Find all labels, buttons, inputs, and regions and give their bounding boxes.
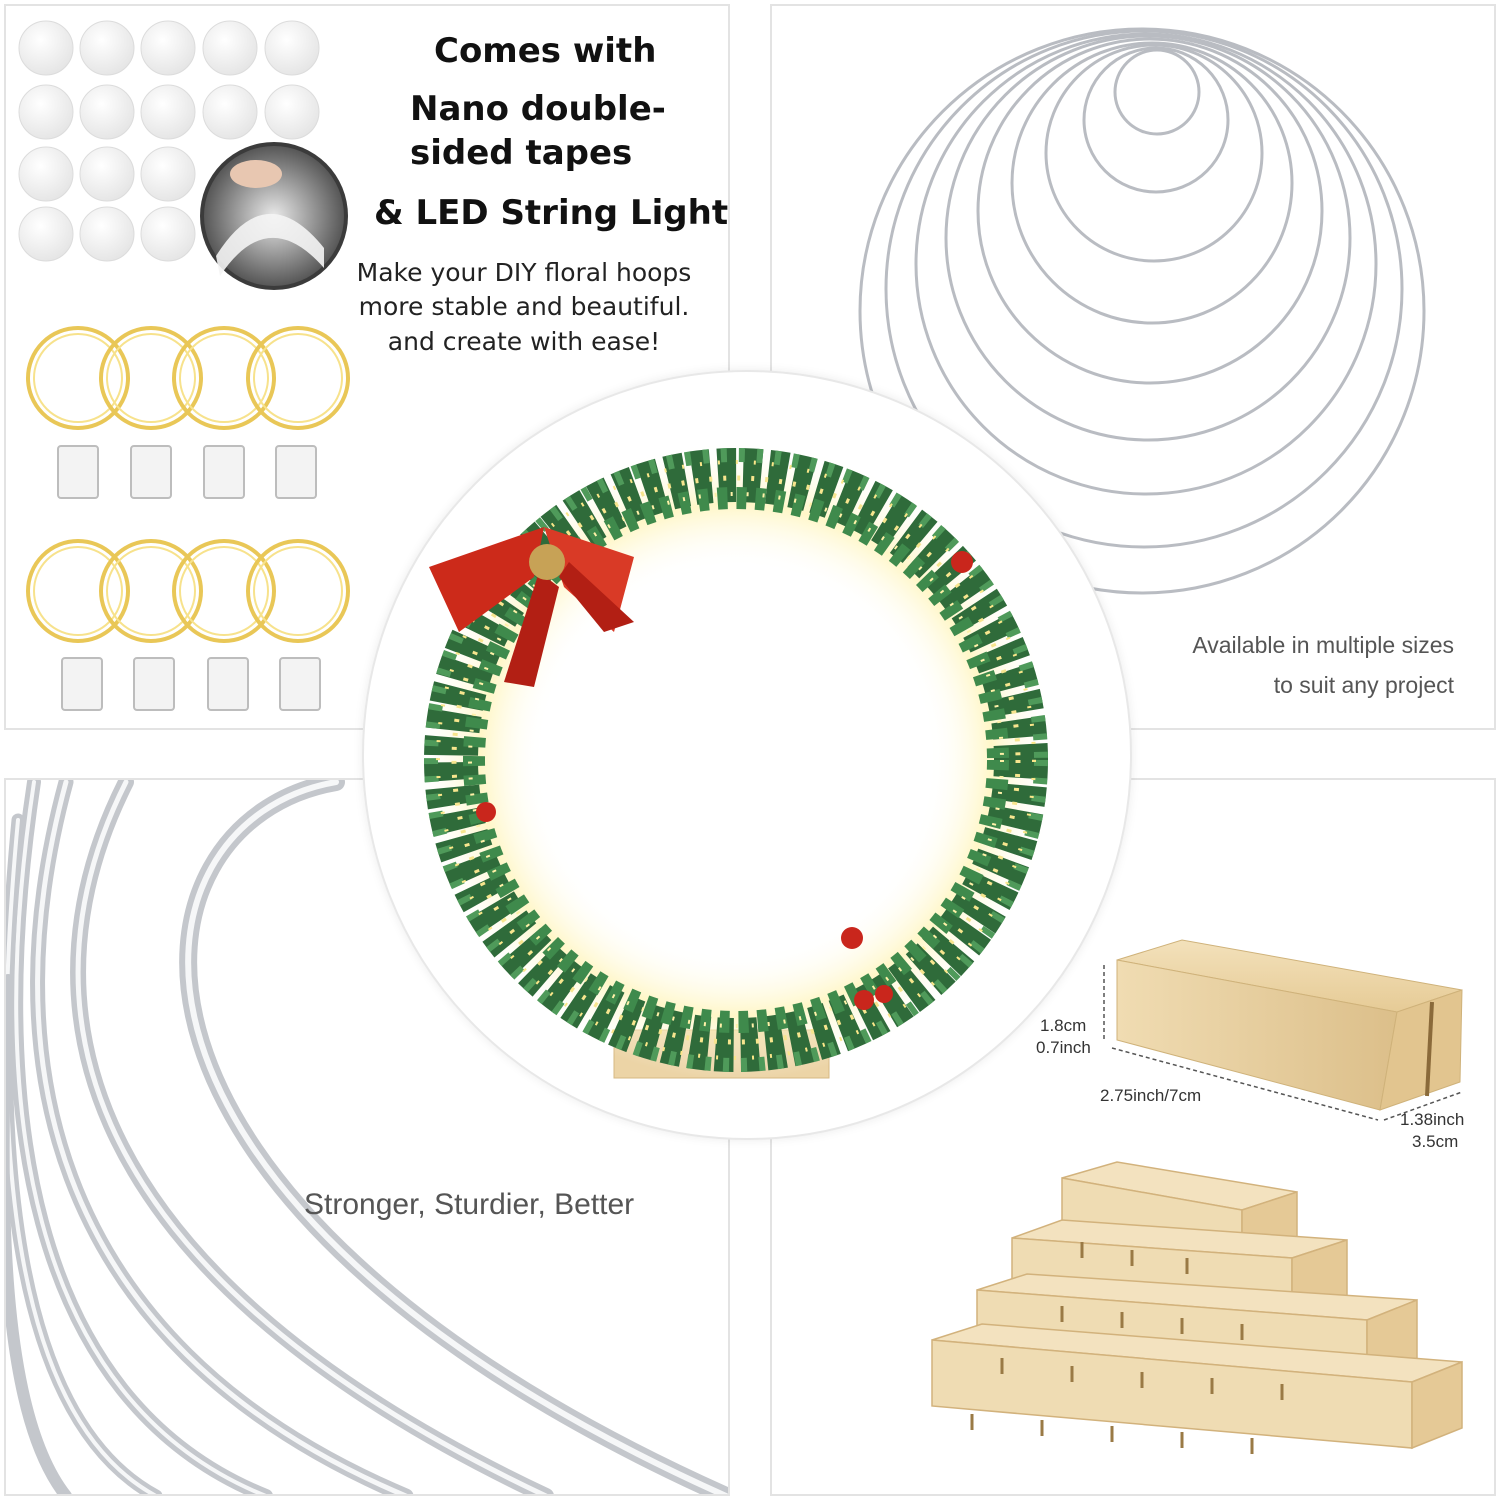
led-string-icon (99, 539, 203, 643)
sizes-caption-line-1: Available in multiple sizes (1192, 632, 1454, 658)
headline-line-2: Nano double- (410, 89, 666, 129)
battery-box-icon (275, 445, 317, 499)
tapes-lights-illustration (18, 20, 350, 711)
description-line-3: and create with ease! (387, 327, 661, 356)
width-cm-label: 3.5cm (1412, 1132, 1459, 1151)
stacked-wood-stands-group (931, 1161, 1463, 1450)
tapes-and-lights-panel: Comes with Nano double- sided tapes & LE… (4, 4, 730, 730)
tape-dot-icon (264, 20, 320, 76)
battery-box-icon (130, 445, 172, 499)
tape-dot-icon (79, 20, 135, 76)
height-inch-label: 0.7inch (1036, 1038, 1091, 1057)
metal-hoop-icon (1113, 48, 1201, 136)
nested-hoops-illustration (858, 27, 1426, 595)
wood-stand-illustration (931, 939, 1463, 1454)
metal-hoop-icon (944, 34, 1352, 442)
tape-dot-icon (18, 146, 74, 202)
width-inch-label: 1.38inch (1400, 1110, 1465, 1129)
tape-dots-group (18, 20, 320, 262)
hoop-closeup-illustration (6, 780, 728, 1494)
tape-dot-icon (140, 20, 196, 76)
led-string-icon (246, 326, 350, 430)
tape-dot-icon (79, 84, 135, 140)
wreath-icon (416, 440, 1056, 1080)
tape-dot-icon (79, 206, 135, 262)
led-string-icon (172, 539, 276, 643)
headline-line-3: sided tapes (410, 133, 633, 173)
tape-peel-icon (200, 142, 348, 290)
tape-dot-icon (18, 20, 74, 76)
metal-hoop-icon (914, 32, 1378, 496)
tape-dot-icon (18, 206, 74, 262)
tape-dot-icon (264, 84, 320, 140)
metal-hoop-icon (884, 29, 1404, 549)
stand-slots (970, 1242, 1284, 1454)
metal-hoop-icon (858, 27, 1426, 595)
led-string-icon (26, 539, 130, 643)
led-string-icon (172, 326, 276, 430)
metal-hoop-icon (1082, 46, 1230, 194)
headline-line-4: & LED String Light (374, 193, 729, 233)
battery-box-icon (61, 657, 103, 711)
description-line-2: more stable and beautiful. (358, 292, 690, 321)
battery-box-icon (57, 445, 99, 499)
strength-slogan: Stronger, Sturdier, Better (304, 1188, 635, 1221)
led-strings-group (26, 326, 350, 643)
battery-box-icon (279, 657, 321, 711)
sizes-caption-line-2: to suit any project (1273, 672, 1454, 698)
tape-dot-icon (140, 146, 196, 202)
metal-hoop-icon (6, 974, 72, 1494)
wreath-showcase-circle (362, 370, 1132, 1140)
battery-box-icon (203, 445, 245, 499)
tape-dot-icon (18, 84, 74, 140)
bow-icon (429, 527, 634, 687)
headline-line-1: Comes with (434, 31, 657, 71)
tape-dot-icon (202, 84, 258, 140)
led-string-icon (246, 539, 350, 643)
tape-dot-icon (140, 84, 196, 140)
tape-dot-icon (202, 20, 258, 76)
led-string-icon (26, 326, 130, 430)
led-string-icon (99, 326, 203, 430)
metal-hoop-icon (1044, 43, 1264, 263)
battery-box-icon (133, 657, 175, 711)
description-line-1: Make your DIY floral hoops (356, 258, 692, 287)
metal-hoop-icon (1010, 41, 1294, 325)
metal-hoop-icon (976, 37, 1324, 385)
battery-boxes-group (57, 445, 321, 711)
wood-stand-panel: 1.8cm 0.7inch 2.75inch/7cm 1.38inch 3.5c… (770, 778, 1496, 1496)
tape-dot-icon (140, 206, 196, 262)
height-cm-label: 1.8cm (1040, 1016, 1087, 1035)
tape-dot-icon (79, 146, 135, 202)
length-label: 2.75inch/7cm (1100, 1086, 1202, 1105)
battery-box-icon (207, 657, 249, 711)
dimension-lines (1103, 965, 1463, 1121)
wood-stand-icon (1116, 939, 1463, 1111)
hoop-sizes-panel: Available in multiple sizes to suit any … (770, 4, 1496, 730)
